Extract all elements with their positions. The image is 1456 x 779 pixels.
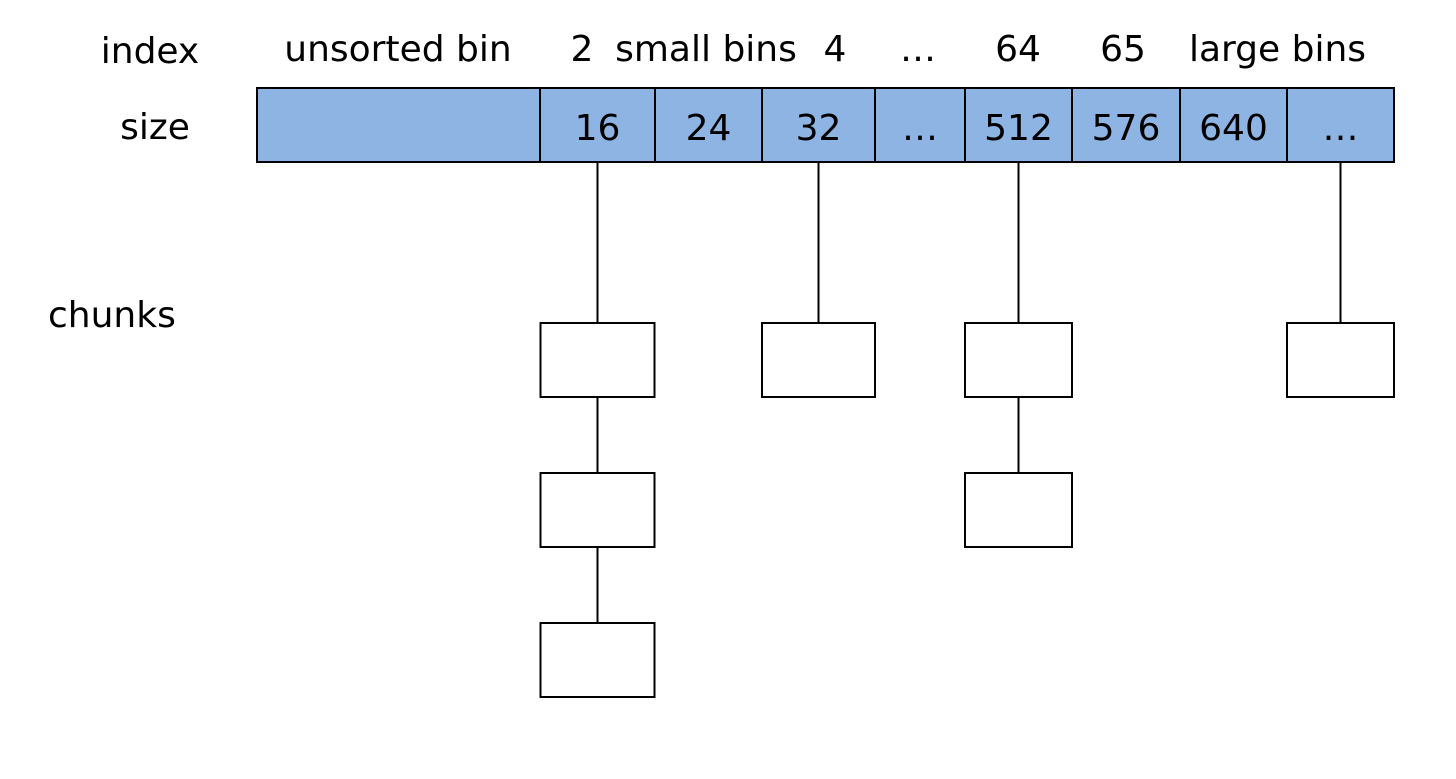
large-bins-group-label: large bins: [1188, 29, 1367, 70]
bin-cell-bin-640: [1179, 87, 1288, 163]
chunk-bin-512-1: [964, 322, 1073, 398]
bin-size-bin-640: 640: [1199, 108, 1268, 149]
chunk-bin-16-1: [539, 322, 656, 398]
large-bins-first-index: 65: [1100, 29, 1146, 70]
chunk-bin-16-3: [539, 622, 656, 698]
small-bins-third-index: 4: [823, 29, 847, 70]
bin-size-bin-large-ellipsis: …: [1323, 108, 1359, 149]
bin-size-bin-16: 16: [575, 108, 621, 149]
small-bins-first-index: 2: [570, 29, 594, 70]
bin-cell-bin-512: [964, 87, 1073, 163]
bin-cell-bin-32: [761, 87, 876, 163]
bin-size-bin-24: 24: [686, 108, 732, 149]
chunk-bin-large-ellipsis-1: [1286, 322, 1395, 398]
bin-cell-bin-576: [1071, 87, 1181, 163]
bin-cell-bin-16: [539, 87, 656, 163]
bin-size-bin-576: 576: [1092, 108, 1161, 149]
index-row-label: index: [100, 31, 200, 72]
small-bins-ellipsis-index: …: [900, 29, 936, 70]
chunks-row-label: chunks: [48, 295, 176, 336]
bin-size-bin-small-ellipsis: …: [902, 108, 938, 149]
small-bins-group-label: small bins: [615, 29, 797, 70]
bin-cell-bin-24: [654, 87, 763, 163]
bin-size-bin-32: 32: [796, 108, 842, 149]
chunk-bin-512-2: [964, 472, 1073, 548]
bin-size-bin-512: 512: [984, 108, 1053, 149]
unsorted-bin-index-label: unsorted bin: [284, 29, 512, 70]
bin-cell-unsorted: [256, 87, 541, 163]
chunk-bin-32-1: [761, 322, 876, 398]
chunk-bin-16-2: [539, 472, 656, 548]
small-bins-last-index: 64: [995, 29, 1041, 70]
size-row-label: size: [120, 107, 190, 148]
